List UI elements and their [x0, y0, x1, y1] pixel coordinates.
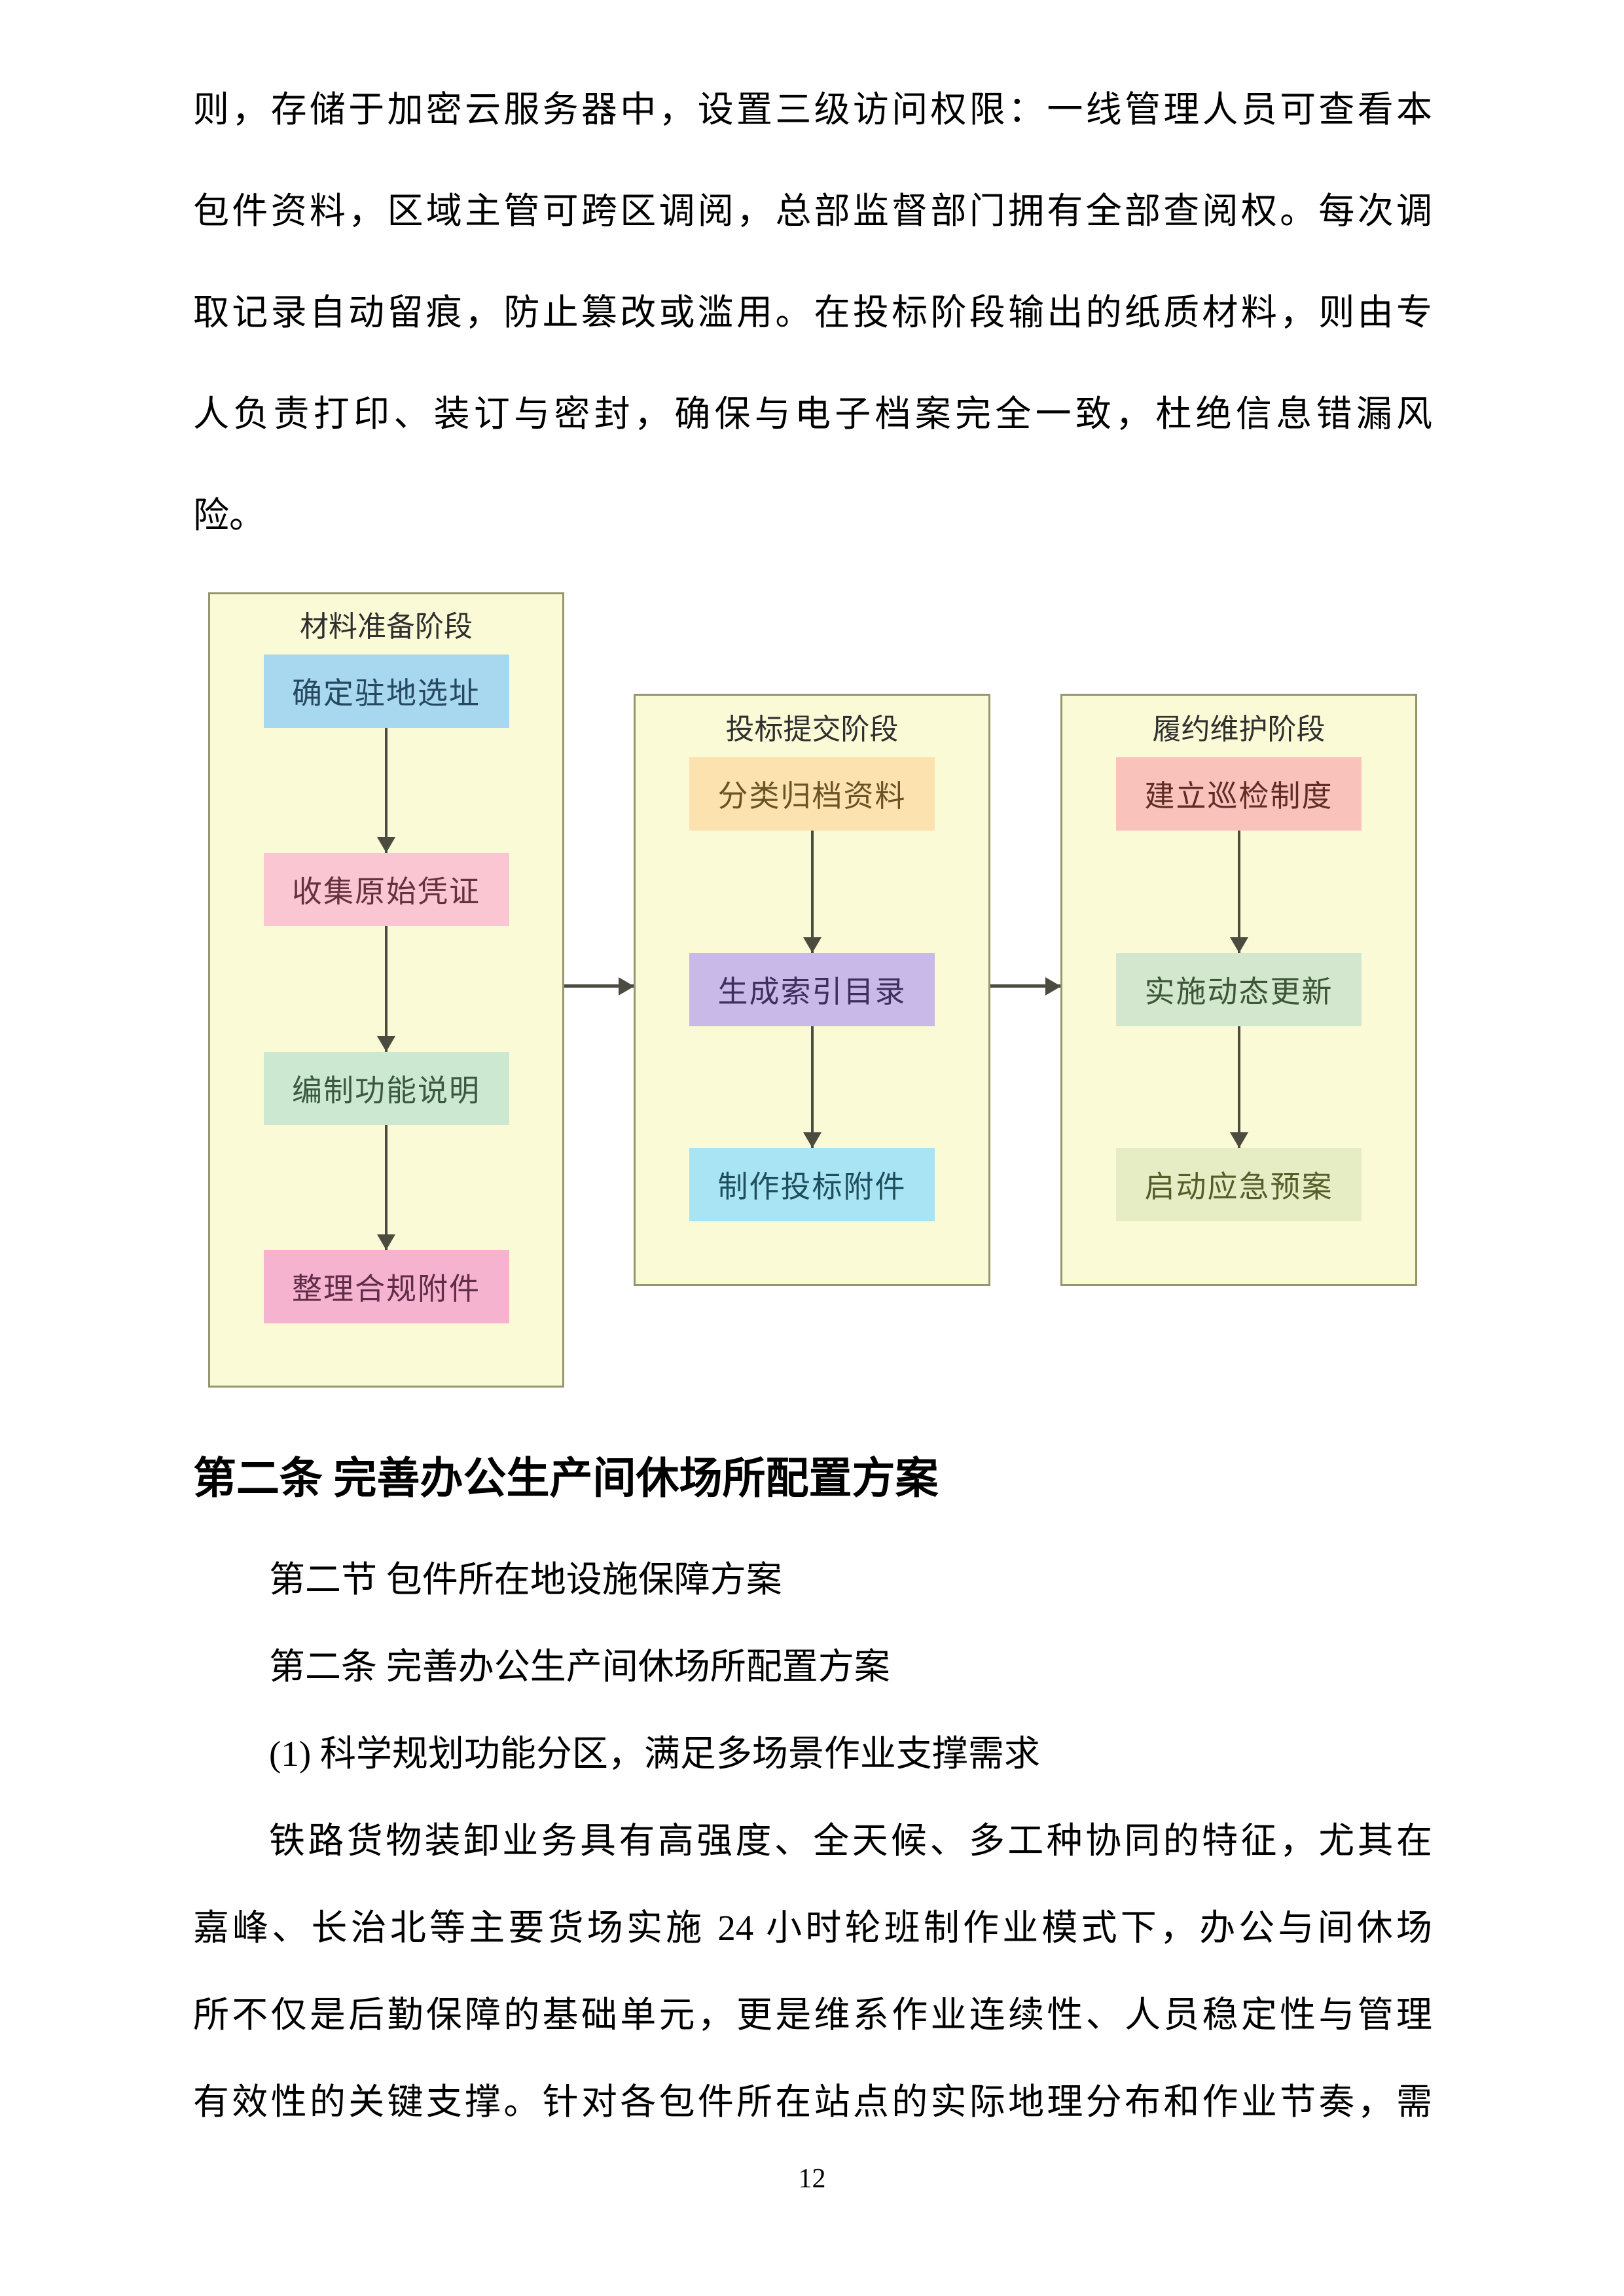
arrow-right-icon: [564, 984, 634, 988]
arrow-down-icon: [1237, 831, 1240, 953]
arrow-down-icon: [385, 926, 388, 1052]
text-line: 铁路货物装卸业务具有高强度、全天候、多工种协同的特征，尤其在: [269, 1821, 1432, 1861]
stage-panel-contract-maintenance: 履约维护阶段 建立巡检制度 实施动态更新 启动应急预案: [1060, 694, 1417, 1286]
flow-step: 启动应急预案: [1116, 1148, 1362, 1221]
stage-title: 履约维护阶段: [1152, 713, 1326, 745]
flow-step: 分类归档资料: [689, 757, 935, 831]
text-line: 则，存储于加密云服务器中，设置三级访问权限：一线管理人员可查看本: [193, 90, 1432, 130]
arrow-down-icon: [1237, 1026, 1240, 1148]
sub-heading: 第二条 完善办公生产间休场所配置方案: [269, 1647, 890, 1687]
flow-step: 制作投标附件: [689, 1148, 935, 1221]
paragraph-top: 则，存储于加密云服务器中，设置三级访问权限：一线管理人员可查看本 包件资料，区域…: [193, 59, 1432, 566]
stage-panel-bid-submission: 投标提交阶段 分类归档资料 生成索引目录 制作投标附件: [634, 694, 990, 1286]
text-line: 包件资料，区域主管可跨区调阅，总部监督部门拥有全部查阅权。每次调: [193, 191, 1432, 231]
text-line: 取记录自动留痕，防止篡改或滥用。在投标阶段输出的纸质材料，则由专: [193, 293, 1432, 332]
text-line: 有效性的关键支撑。针对各包件所在站点的实际地理分布和作业节奏，需: [193, 2082, 1432, 2122]
flow-step: 收集原始凭证: [263, 853, 509, 927]
text-line: 所不仅是后勤保障的基础单元，更是维系作业连续性、人员稳定性与管理: [193, 1995, 1432, 2035]
stage-title: 材料准备阶段: [300, 611, 473, 643]
stage-title: 投标提交阶段: [725, 713, 899, 745]
paragraph-bottom: 铁路货物装卸业务具有高强度、全天候、多工种协同的特征，尤其在 嘉峰、长治北等主要…: [193, 1797, 1432, 2145]
flow-step: 整理合规附件: [263, 1249, 509, 1323]
text-line: 险。: [193, 495, 266, 535]
list-item-heading: (1) 科学规划功能分区，满足多场景作业支撑需求: [269, 1734, 1040, 1774]
arrow-down-icon: [810, 1026, 814, 1148]
text-line: 嘉峰、长治北等主要货场实施 24 小时轮班制作业模式下，办公与间休场: [193, 1908, 1432, 1948]
text-line: 人负责打印、装订与密封，确保与电子档案完全一致，杜绝信息错漏风: [193, 394, 1432, 434]
flow-step: 确定驻地选址: [263, 655, 509, 728]
flow-step: 编制功能说明: [263, 1051, 509, 1125]
stage-panel-material-preparation: 材料准备阶段 确定驻地选址 收集原始凭证 编制功能说明 整理合规附件: [208, 592, 564, 1388]
page-number: 12: [798, 2164, 826, 2194]
flow-step: 建立巡检制度: [1116, 757, 1362, 831]
section-heading: 第二条 完善办公生产间休场所配置方案: [193, 1455, 939, 1503]
arrow-right-icon: [990, 984, 1060, 988]
sub-heading: 第二节 包件所在地设施保障方案: [269, 1560, 782, 1600]
arrow-down-icon: [385, 1124, 388, 1250]
arrow-down-icon: [385, 728, 388, 853]
flow-step: 生成索引目录: [689, 952, 935, 1026]
flow-step: 实施动态更新: [1116, 952, 1362, 1026]
arrow-down-icon: [810, 831, 814, 953]
